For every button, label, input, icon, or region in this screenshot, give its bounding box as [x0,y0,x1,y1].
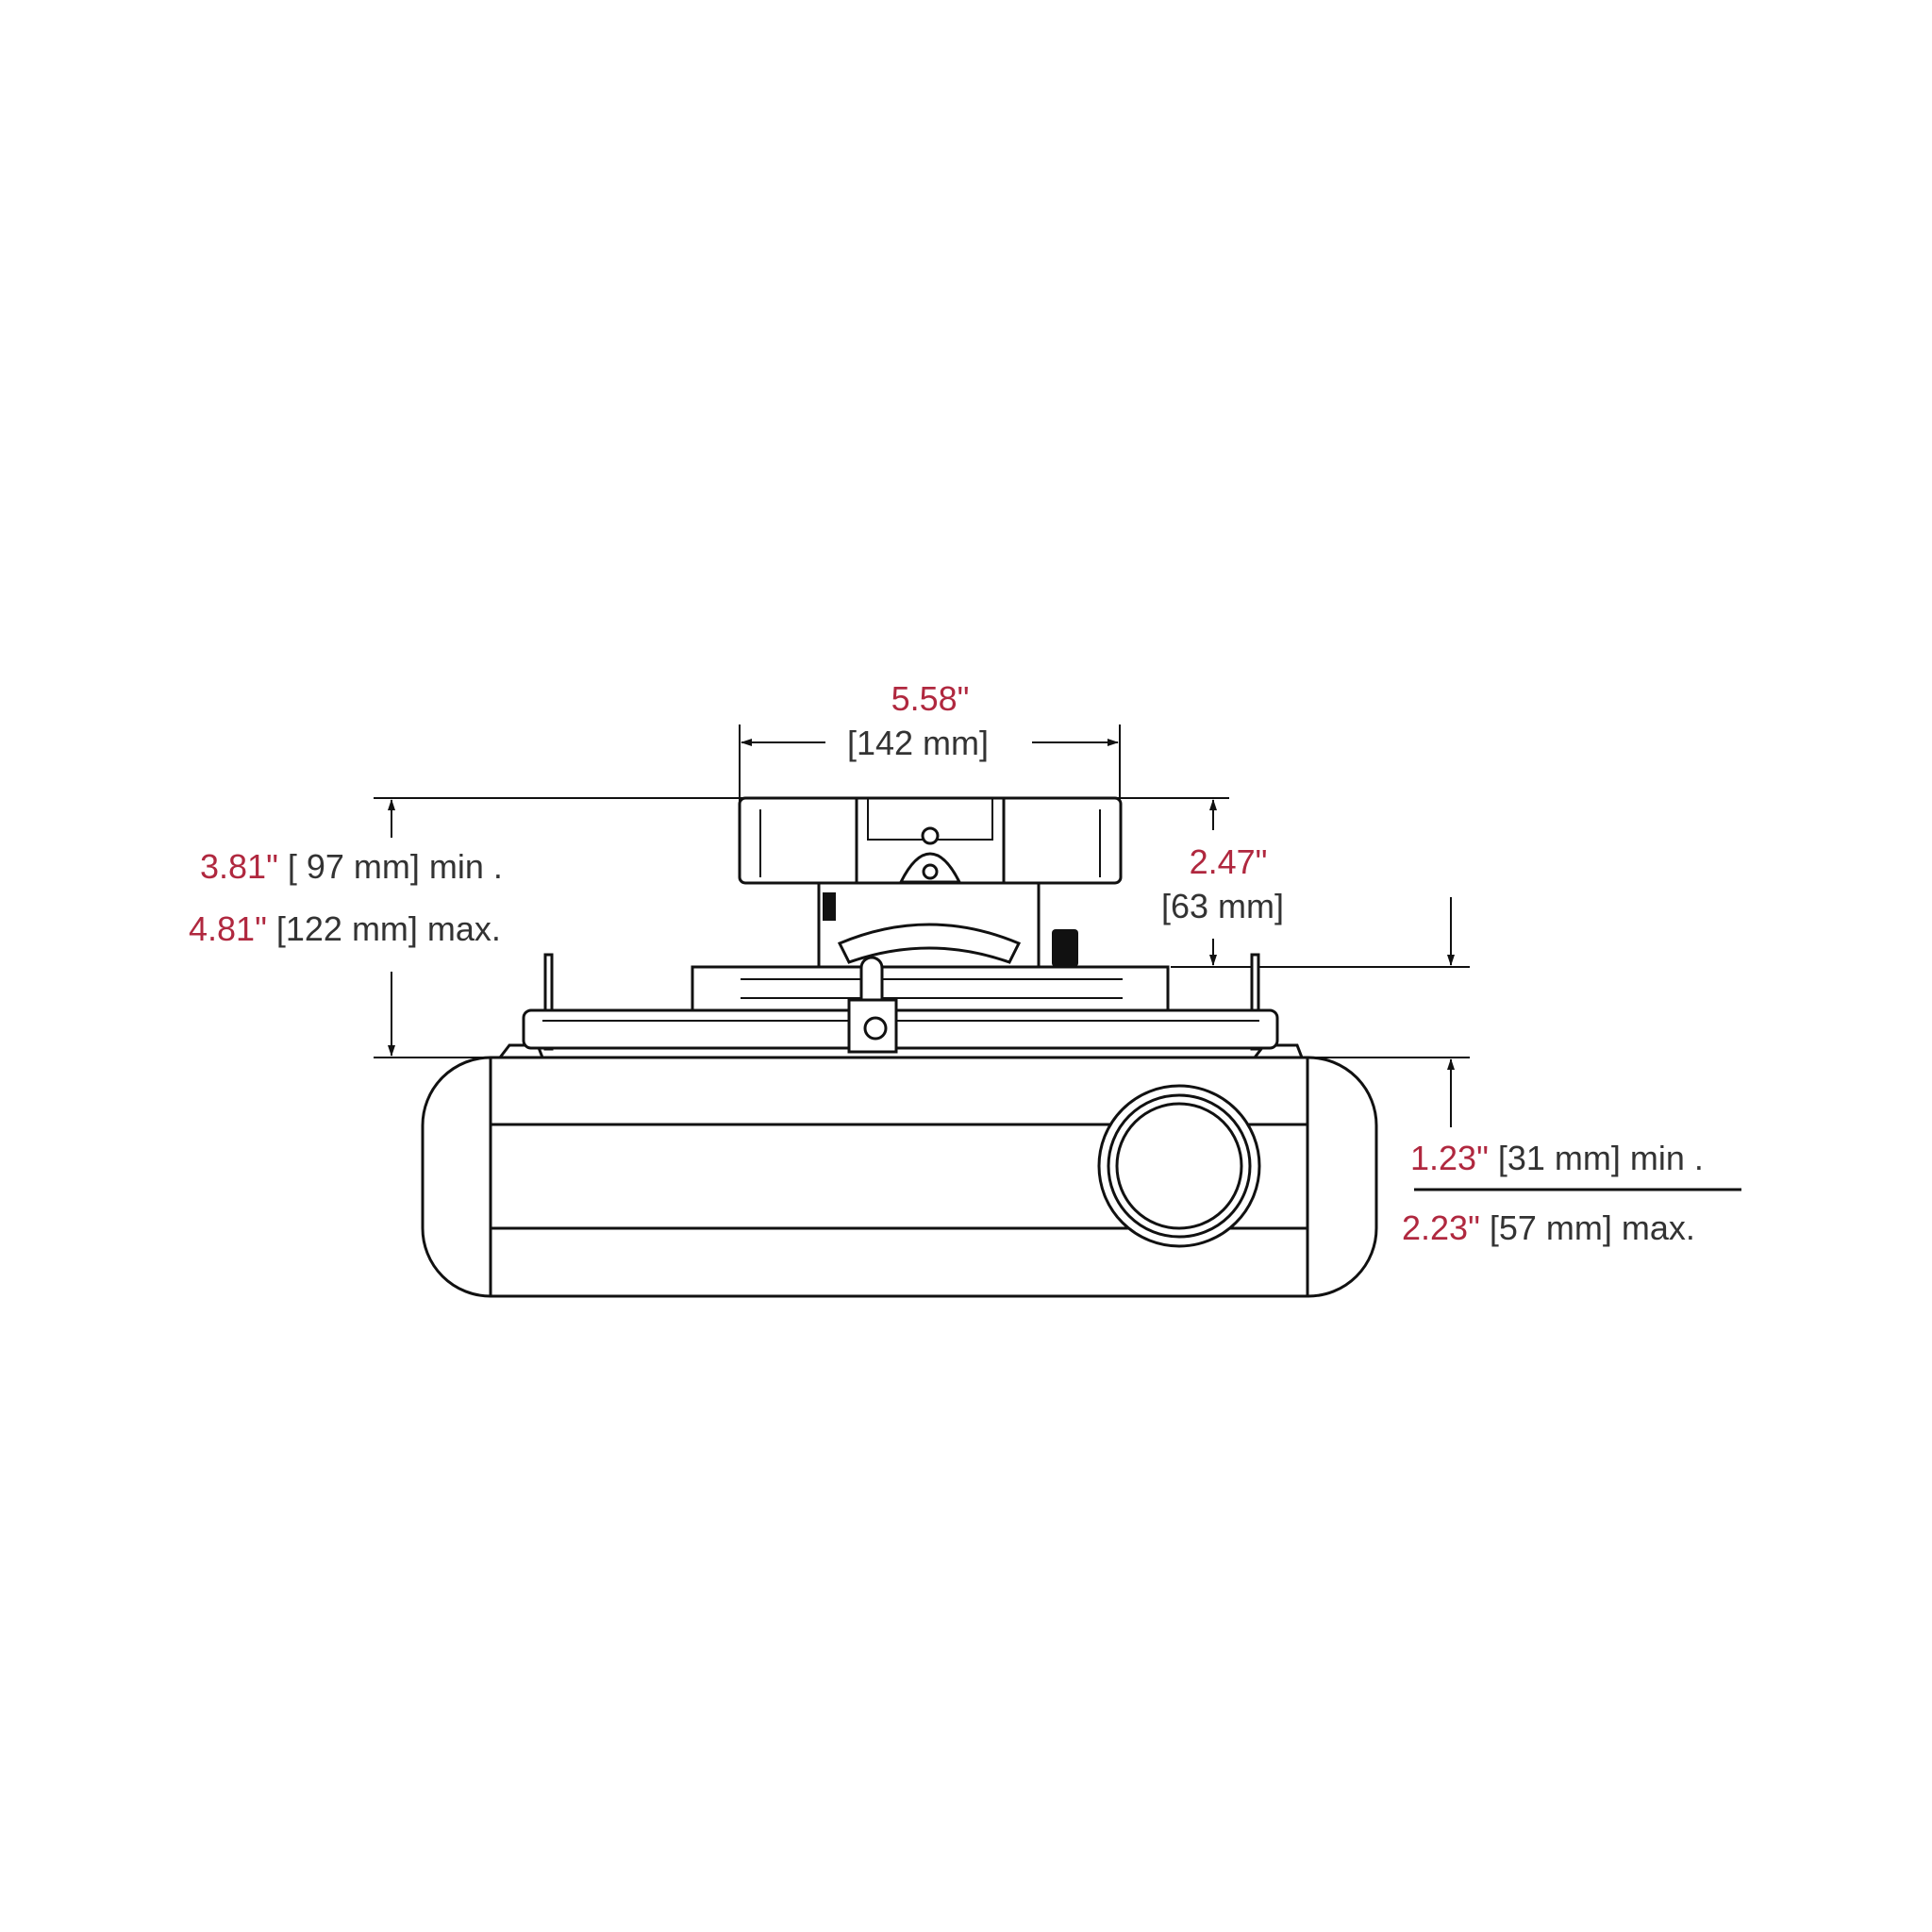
head-height-imperial: 2.47" [1190,842,1268,881]
plate-offset-min: 1.23" [31 mm] min . [1410,1139,1704,1177]
lens-icon [1097,1084,1261,1248]
ceiling-mount [496,796,1305,1059]
width-metric: [142 mm] [847,724,989,762]
plate-offset-max: 2.23" [57 mm] max. [1402,1208,1695,1247]
mount-height-dimension: 3.81" [ 97 mm] min . 4.81" [122 mm] max. [189,799,503,1057]
head-height-metric: [63 mm] [1161,887,1284,925]
projector [421,1056,1378,1298]
mount-height-max: 4.81" [122 mm] max. [189,909,501,948]
width-imperial: 5.58" [891,679,970,718]
width-dimension: 5.58" [142 mm] [741,679,1119,762]
head-height-dimension: 2.47" [63 mm] [1161,799,1284,966]
mount-height-min: 3.81" [ 97 mm] min . [200,847,503,886]
plate-offset-dimension: 1.23" [31 mm] min . 2.23" [57 mm] max. [1402,897,1741,1247]
